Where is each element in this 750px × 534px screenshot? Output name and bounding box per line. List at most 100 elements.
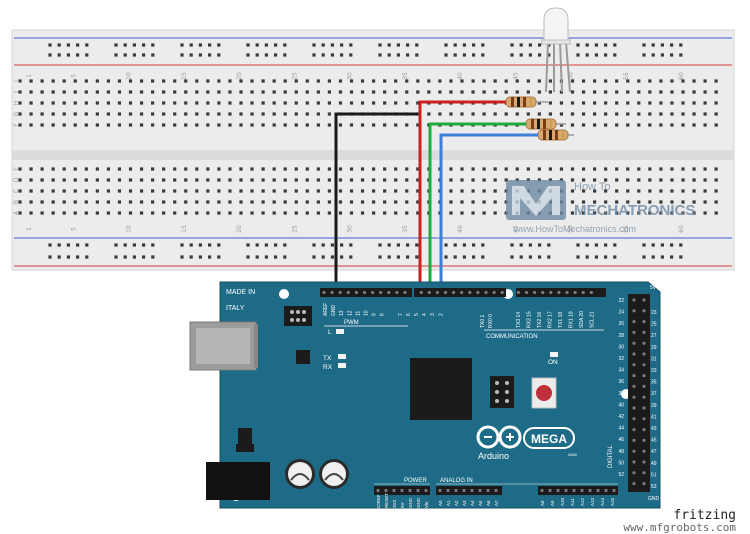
wire-gnd [334,112,418,290]
pin-label: 40 [618,402,624,408]
column-number: 50 [568,225,575,233]
pin-label: 7 [398,313,404,316]
pin-label: RX2 17 [548,311,554,328]
pin-label: 24 [618,310,624,316]
rgb-led [541,7,571,93]
column-number: 45 [512,225,519,233]
reset-button[interactable] [531,377,557,409]
pin-label: 25 [651,322,657,328]
pin-label: 4 [422,313,428,316]
row-letter: H [13,101,20,106]
pin-label: TX2 16 [537,312,543,328]
pin-label: 43 [651,426,657,432]
pin-label: 33 [651,368,657,374]
pin-label: 36 [618,379,624,385]
pin-label: 3 [430,313,436,316]
pin-label: A1 [446,500,451,506]
led-tx: TX [323,354,346,362]
pin-label: 48 [618,449,624,455]
column-number: 55 [623,225,630,233]
pin-label: TX3 14 [516,312,522,328]
pin-label: A9 [550,500,555,506]
pin-label: SDA 20 [579,311,585,328]
pin-label: 37 [651,391,657,397]
column-number: 30 [347,225,354,233]
row-letter: F [13,123,20,127]
pin-label: 39 [651,403,657,409]
bottom-header-holes [376,488,616,493]
wire-red [418,100,506,290]
pin-label: A7 [494,500,499,506]
mega-badge: MEGA 2560 [523,427,578,457]
pin-label: 46 [618,437,624,443]
row-letter: B [13,200,20,204]
pin-label: 32 [618,356,624,362]
pin-label: 44 [618,426,624,432]
pin-label: RX0 0 [488,314,494,328]
voltage-regulator [236,428,254,452]
watermark-url: www.HowToMechatronics.com [513,224,636,234]
gnd-label: GND [648,496,660,502]
pin-label: 6 [406,313,412,316]
arduino-logo-icon [476,425,522,449]
column-number: 30 [347,72,354,80]
pin-label: 8 [380,313,386,316]
atmega-chip [410,358,472,420]
usb-port [189,321,258,371]
row-letter: C [13,189,20,193]
pin-label: 5V [400,502,405,508]
arduino-brand: Arduino [478,451,509,461]
pin-label: SCL 21 [590,311,596,328]
column-number: 1 [26,227,33,231]
pin-label: TX0 1 [480,314,486,328]
top-header-holes [322,290,593,295]
pin-label: 29 [651,345,657,351]
column-number: 35 [402,225,409,233]
footer: fritzing www.mfgrobots.com [623,508,736,534]
pin-label: A15 [610,497,615,506]
row-letter: G [13,111,20,116]
column-number: 20 [236,72,243,80]
row-letter: E [13,167,20,171]
pin-label: A14 [600,497,605,506]
pin-label: A13 [590,497,595,506]
pin-label: 52 [618,472,624,478]
pin-label: GND [331,305,337,317]
pin-label: A6 [486,500,491,506]
watermark-line2: MECHATRONICS [574,202,695,219]
column-number: 5 [70,74,77,78]
pin-label: GND [408,497,413,508]
pin-label: 41 [651,414,657,420]
pin-label: RX1 19 [569,311,575,328]
analog-in-label: ANALOG IN [440,478,473,484]
pin-label: A10 [560,497,565,506]
pin-label: A5 [478,500,483,506]
pin-label: AREF [323,303,329,316]
pin-label: TX1 18 [558,312,564,328]
column-number: 10 [126,225,133,233]
pin-label: 13 [339,310,345,316]
pin-label: 11 [355,311,361,316]
digital-label: DIGITAL [608,444,614,468]
italy-label: ITALY [226,305,245,312]
column-number: 60 [678,72,685,80]
svg-text:RX: RX [323,364,333,371]
footer-site: www.mfgrobots.com [623,521,736,534]
pin-label: 22 [618,298,624,304]
pin-label: A8 [540,500,545,506]
digital-header [628,294,650,492]
wire-blue [439,133,538,290]
made-in-label: MADE IN [226,289,255,296]
pin-label: A12 [580,497,585,506]
pin-label: 28 [618,333,624,339]
pin-label: 30 [618,344,624,350]
pin-label: 10 [364,310,370,316]
row-letter: A [13,210,20,215]
five-v-label: 5V [650,285,657,291]
